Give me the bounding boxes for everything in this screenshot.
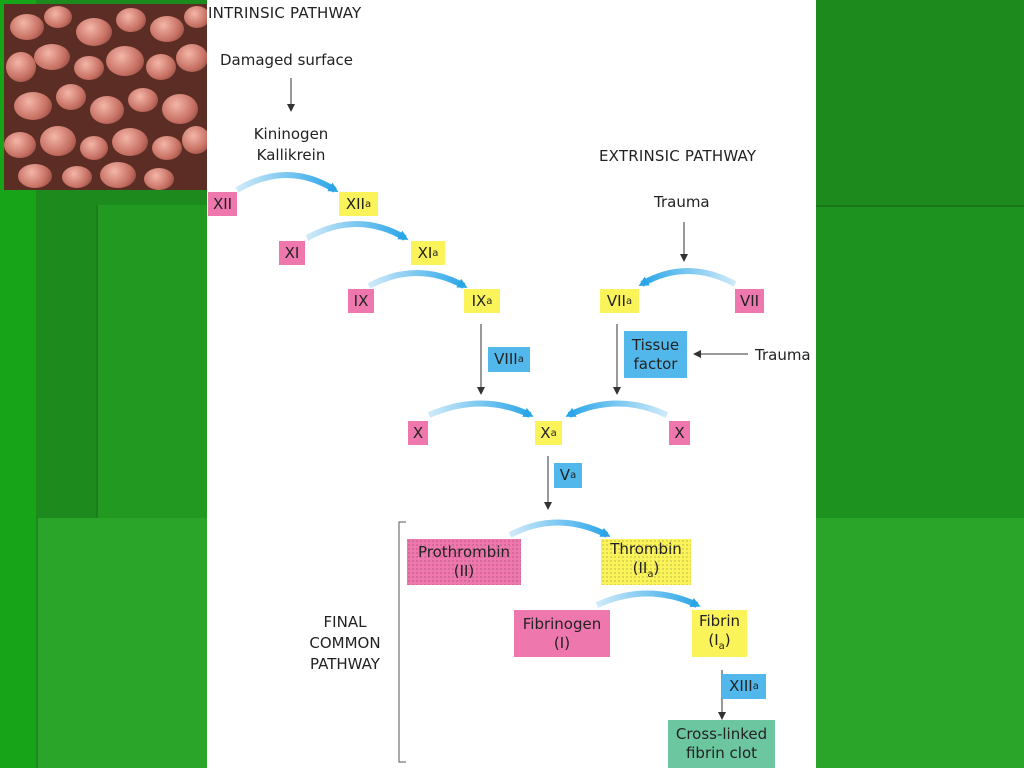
arc-vii-to-viia: [638, 268, 737, 287]
background-panel-right: [816, 205, 1024, 518]
final-label-line1: FINAL: [323, 613, 367, 631]
background-seam: [36, 518, 38, 768]
intrinsic-pathway-title: INTRINSIC PATHWAY: [208, 4, 362, 22]
fibrin-box: Fibrin (Ia): [692, 610, 747, 657]
factor-vii-box: VII: [735, 289, 764, 313]
kallikrein-label: Kallikrein: [256, 146, 326, 164]
arc-x-left-to-xa: [427, 400, 534, 418]
arc-xii-to-xiia: [235, 172, 339, 193]
prothrombin-box: Prothrombin (II): [407, 539, 521, 585]
arc-ix-to-ixa: [367, 270, 468, 289]
factor-xi-box: XI: [279, 241, 305, 265]
trauma-top-label: Trauma: [654, 193, 710, 211]
arc-xi-to-xia: [305, 221, 409, 241]
factor-xii-box: XII: [208, 192, 237, 216]
final-label-line2: COMMON: [309, 634, 381, 652]
arc-fibrinogen-to-fibrin: [595, 590, 701, 608]
factor-ix-box: IX: [348, 289, 374, 313]
damaged-surface-label: Damaged surface: [220, 51, 354, 69]
tissue-factor-box: Tissue factor: [624, 331, 687, 378]
arc-x-right-to-xa: [565, 400, 669, 418]
final-label-line3: PATHWAY: [310, 655, 380, 673]
factor-x-right-box: X: [669, 421, 690, 445]
cross-linked-clot-box: Cross-linked fibrin clot: [668, 720, 775, 768]
kininogen-label: Kininogen: [253, 125, 329, 143]
platelet-photo: [4, 4, 208, 190]
fibrinogen-box: Fibrinogen (I): [514, 610, 610, 657]
trauma-side-label: Trauma: [755, 346, 811, 364]
arc-prothrombin-to-thrombin: [508, 519, 611, 538]
extrinsic-pathway-title: EXTRINSIC PATHWAY: [599, 147, 757, 165]
background-seam: [816, 205, 1024, 207]
thrombin-box: Thrombin (IIa): [601, 539, 691, 585]
factor-x-left-box: X: [408, 421, 428, 445]
coagulation-cascade-diagram: INTRINSIC PATHWAY Damaged surface Kinino…: [207, 0, 816, 768]
diagram-arrows: [235, 78, 748, 763]
background-seam: [96, 205, 98, 518]
final-pathway-bracket: [398, 521, 406, 763]
